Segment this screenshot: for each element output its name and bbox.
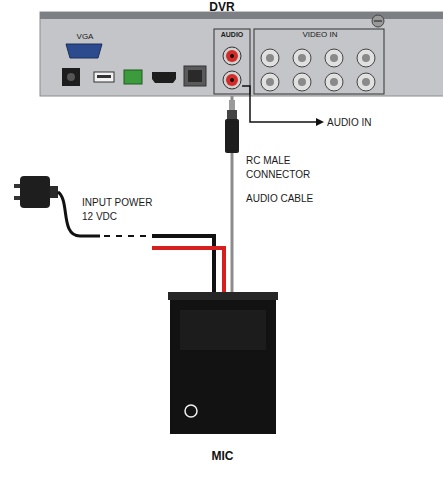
port-label: AUDIO: [215, 30, 249, 39]
edge-label: AUDIO CABLE: [246, 192, 336, 206]
mic-face: [180, 310, 266, 350]
port-label: VGA: [70, 32, 100, 43]
rca-jack-hole: [230, 78, 234, 82]
video-section: [254, 29, 384, 94]
plug-collar: [227, 110, 237, 120]
screw-slot: [374, 20, 382, 22]
dvr-unit: DVR: [40, 0, 443, 96]
power-adapter: [14, 176, 58, 208]
lan-socket: [188, 70, 202, 82]
dvr-panel: [40, 12, 443, 96]
plug-body: [225, 119, 239, 153]
rca-jack-ring: [226, 50, 238, 62]
node-title: DVR: [200, 0, 244, 14]
hdmi-port: [152, 72, 176, 83]
callout-label: AUDIO IN: [327, 116, 407, 130]
usb-port: [94, 72, 114, 82]
mic-unit: MIC: [160, 292, 285, 472]
screw: [372, 15, 384, 27]
rca-jack: [223, 47, 241, 65]
callout-label: RC MALE CONNECTOR: [246, 154, 328, 181]
audio-section: [214, 29, 250, 94]
vga-port: [66, 44, 102, 58]
pointer-head: [316, 118, 324, 126]
callout-label: INPUT POWER 12 VDC: [82, 196, 162, 223]
rca-jack: [223, 71, 241, 89]
lan-port: [184, 66, 206, 86]
bnc-connectors: [261, 49, 375, 91]
usb-tongue: [97, 75, 111, 78]
mic-lid: [168, 292, 278, 300]
mic-housing: [170, 294, 276, 434]
node-title: MIC: [200, 449, 245, 463]
port-label: VIDEO IN: [280, 30, 360, 41]
dc-jack-hole: [67, 73, 75, 81]
dc-jack: [62, 68, 80, 86]
red-wire: [152, 248, 224, 294]
rca-jack-ring: [226, 74, 238, 86]
cable-break: [104, 235, 150, 237]
terminal-block: [124, 70, 142, 84]
pointer-line: [242, 86, 318, 122]
mic-hole: [185, 405, 197, 417]
black-wire: [152, 236, 214, 294]
rca-jack-hole: [230, 54, 234, 58]
